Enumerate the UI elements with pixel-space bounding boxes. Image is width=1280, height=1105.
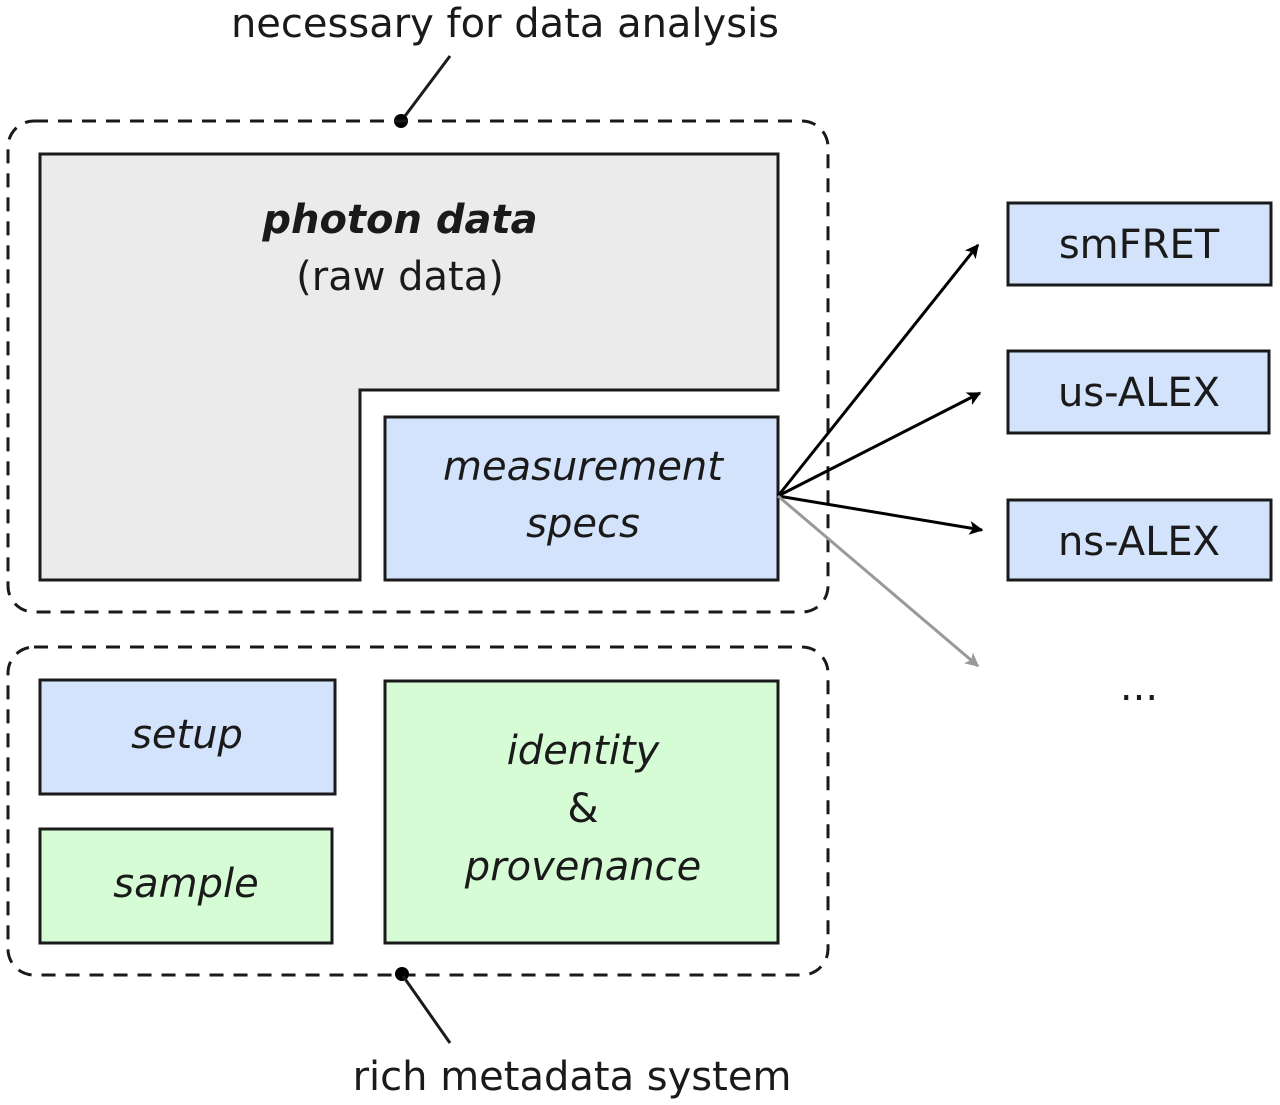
target-label-ns-alex: ns-ALEX [1058, 519, 1220, 565]
annotation-top-leader [400, 55, 452, 121]
target-label-smfret: smFRET [1059, 222, 1220, 268]
photon-data-title: photon data [261, 197, 537, 243]
sample-box [38, 827, 334, 945]
setup-box [38, 678, 337, 796]
annotation-bottom: rich metadata system [353, 1054, 792, 1100]
arrow-to-smfret [776, 243, 980, 497]
target-box-smfret [1006, 201, 1273, 287]
measurement-specs-box [383, 415, 780, 582]
sample-label: sample [113, 861, 258, 907]
annotation-bottom-dot [395, 967, 409, 981]
identity-provenance-box [383, 679, 780, 945]
target-label-us-alex: us-ALEX [1058, 370, 1220, 416]
ampersand-label: & [567, 786, 598, 832]
target-box-ns-alex [1006, 498, 1273, 582]
measurement-specs-line1: measurement [443, 444, 724, 490]
analysis-group [6, 119, 830, 614]
measurement-specs-line2: specs [526, 501, 640, 547]
arrow-to-more [777, 494, 980, 668]
setup-label: setup [131, 712, 243, 758]
photon-data-box [38, 152, 780, 582]
annotation-top: necessary for data analysis [231, 1, 779, 47]
target-label-more: ... [1120, 664, 1158, 710]
arrow-to-ns-alex [777, 494, 984, 535]
identity-label: identity [507, 728, 661, 774]
annotation-bottom-leader [401, 975, 452, 1044]
target-box-us-alex [1006, 349, 1271, 435]
photon-data-subtitle: (raw data) [296, 254, 504, 300]
provenance-label: provenance [464, 844, 701, 890]
metadata-group [6, 645, 830, 977]
arrow-to-us-alex [777, 391, 982, 498]
